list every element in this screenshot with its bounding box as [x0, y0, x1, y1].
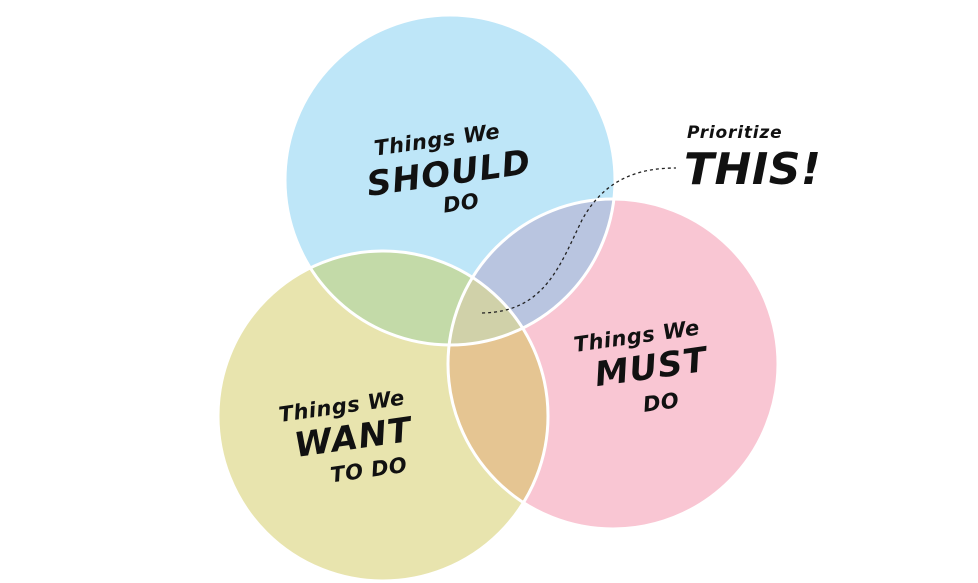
overlap-should-must [448, 199, 615, 345]
callout-connector [481, 167, 677, 314]
callout-small-text: Prioritize [687, 123, 782, 143]
callout-big-text: THIS! [684, 144, 821, 195]
circle-outlines [216, 13, 780, 583]
should-line3: DO [442, 189, 481, 218]
callout: Prioritize THIS! [684, 123, 821, 195]
must-line3: DO [641, 388, 680, 417]
